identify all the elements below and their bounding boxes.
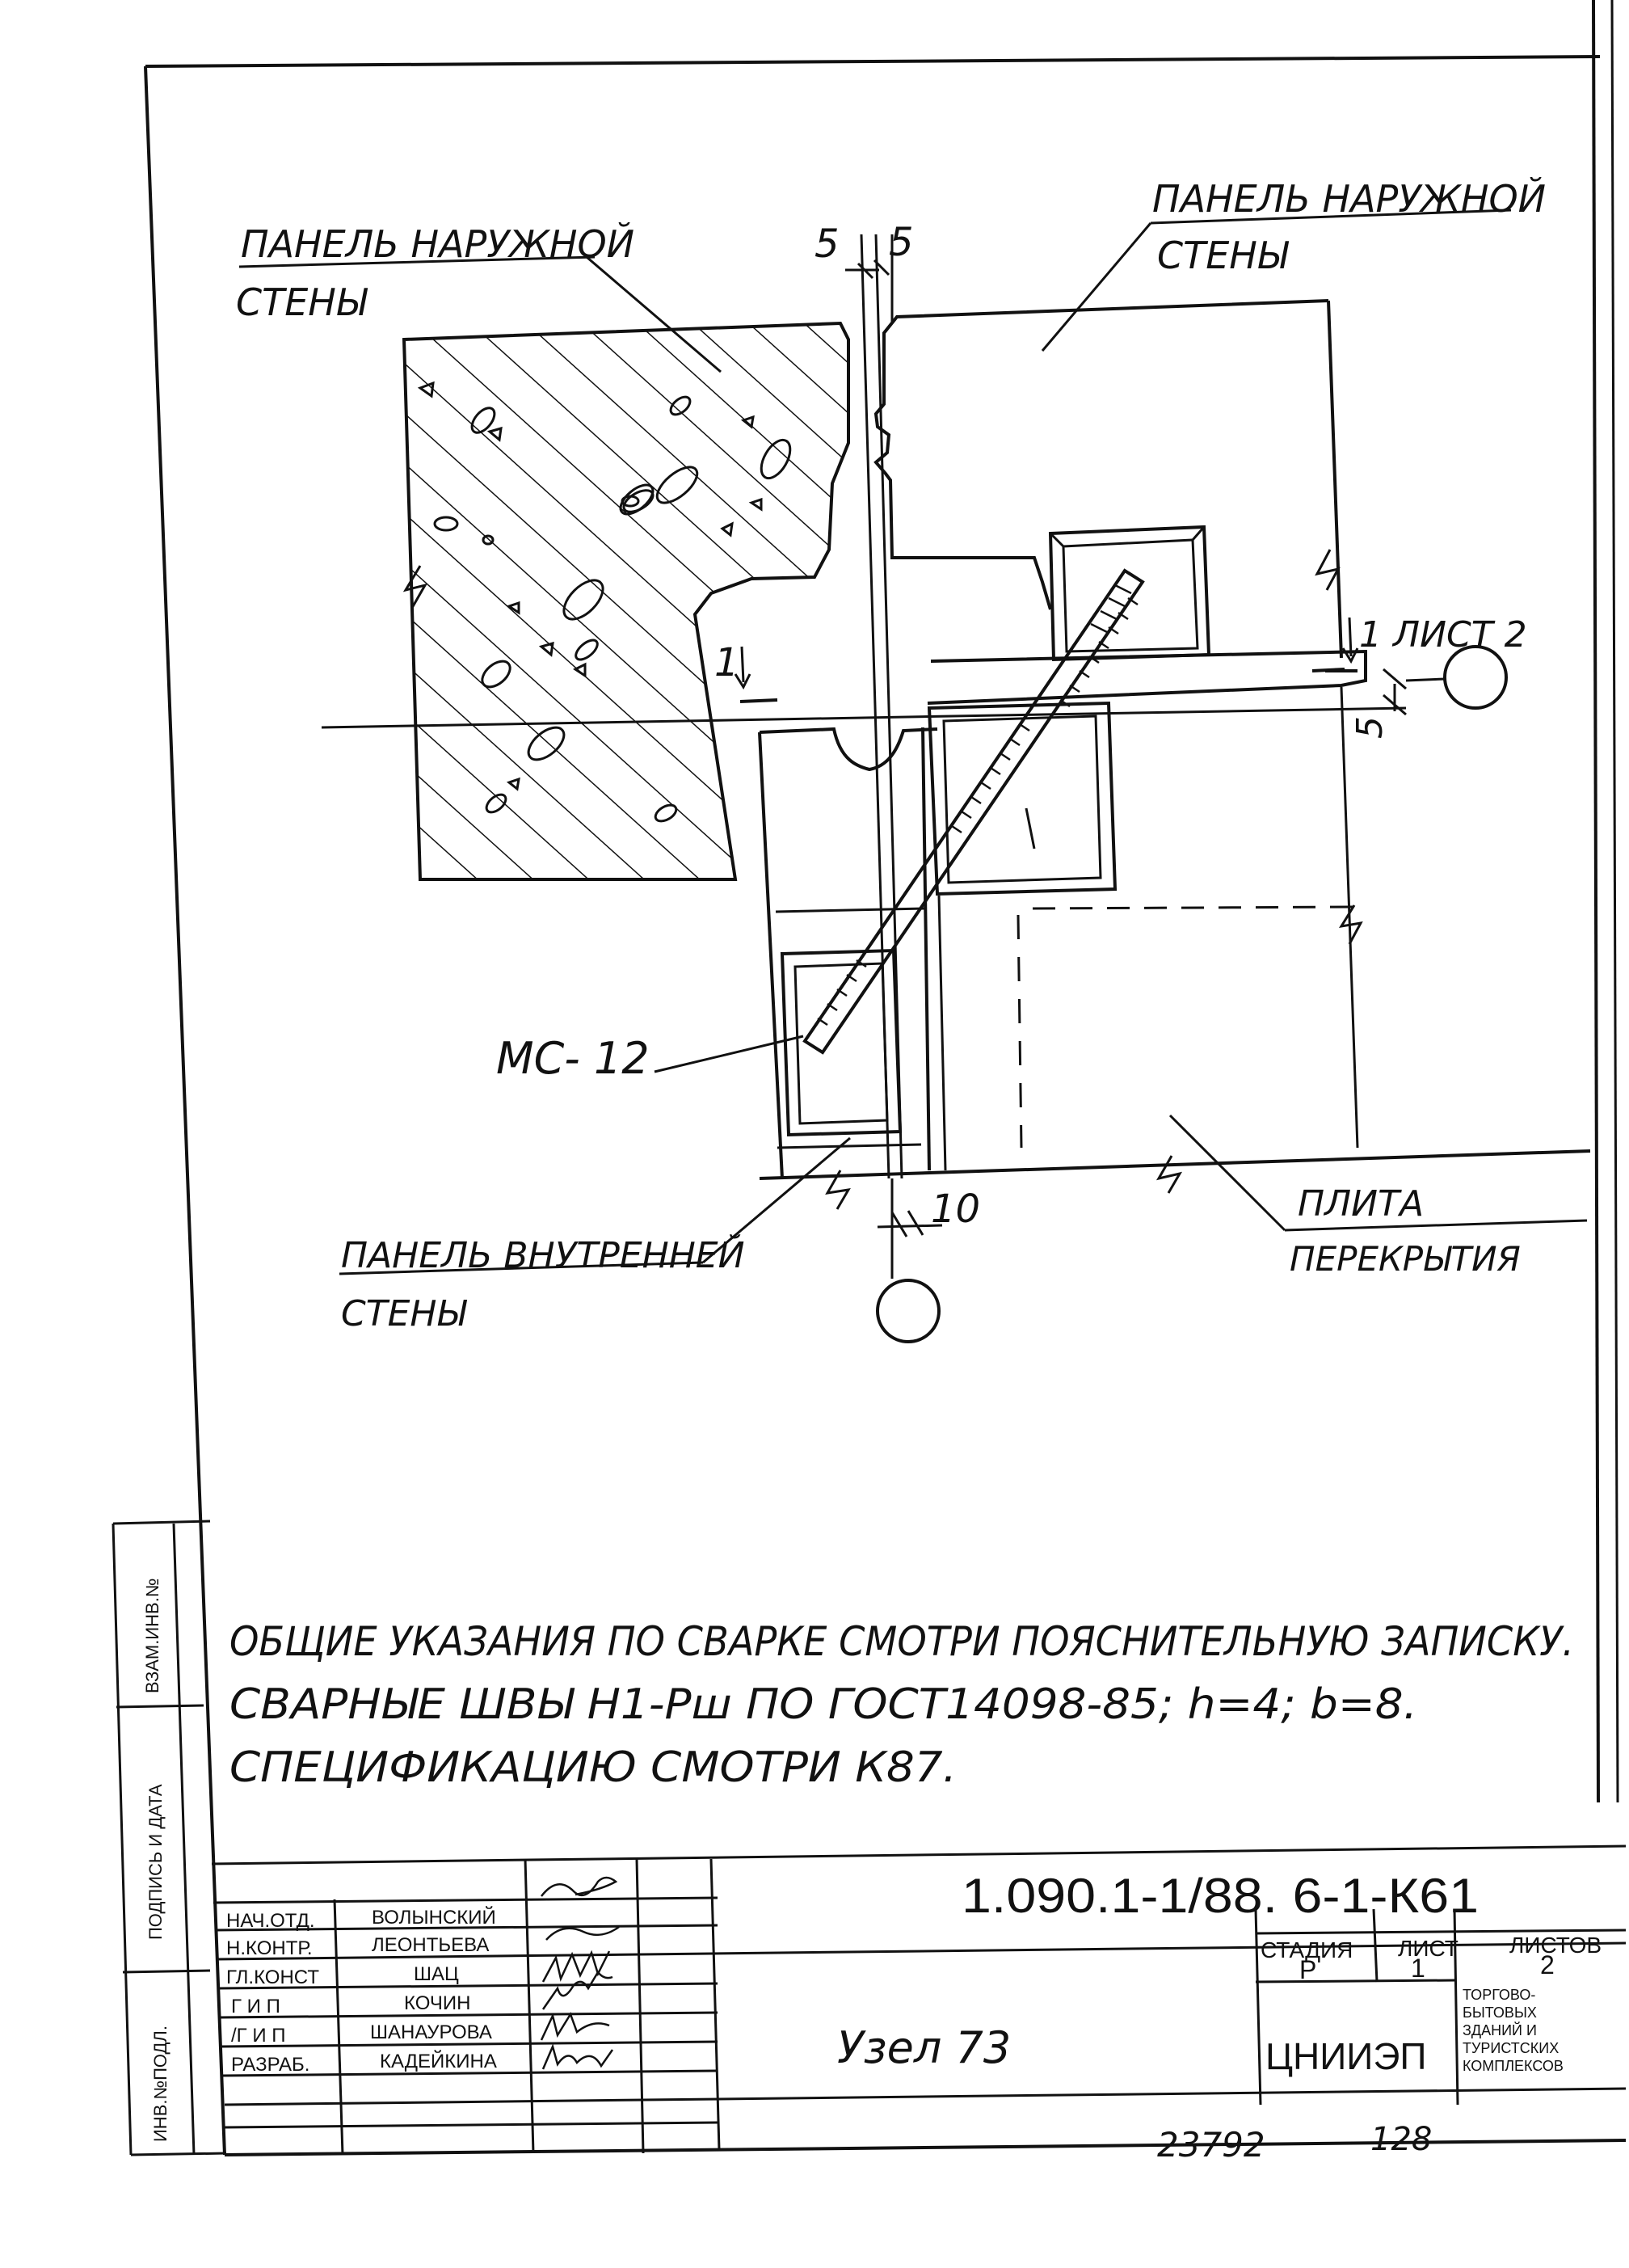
stage-value: Р — [1299, 1955, 1316, 1984]
staff-name-4: КОЧИН — [404, 1992, 470, 2014]
staff-role-1: НАЧ.ОТД. — [226, 1910, 315, 1932]
outer-wall-panel-left — [402, 321, 850, 881]
outer-panel-left-label: ПАНЕЛЬ НАРУЖНОЙ — [241, 222, 634, 266]
dimension-right-value: 5 — [889, 220, 914, 265]
dimension-left-value: 5 — [814, 221, 840, 267]
inner-panel-label-2: СТЕНЫ — [341, 1293, 467, 1334]
side-stamp-field-3: ИНВ.№ПОДЛ. — [150, 2026, 170, 2142]
staff-role-2: Н.КОНТР. — [226, 1937, 313, 1959]
staff-table: НАЧ.ОТД. ВОЛЫНСКИЙ Н.КОНТР. ЛЕОНТЬЕВА ГЛ… — [226, 1906, 497, 2076]
staff-role-6: РАЗРАБ. — [231, 2054, 309, 2076]
floor-slab — [927, 649, 1367, 1149]
signatures — [540, 1876, 620, 2070]
staff-name-2: ЛЕОНТЬЕВА — [372, 1934, 489, 1956]
section-ref-label: 1 ЛИСТ 2 — [1359, 614, 1527, 656]
junction-detail: 1 1 ЛИСТ 2 5 5 5 10 — [236, 177, 1591, 1343]
vertical-joint — [845, 234, 903, 1179]
org-desc-line-2: БЫТОВЫХ — [1463, 2005, 1537, 2021]
axis-marker-right — [1443, 645, 1508, 710]
staff-role-4: Г И П — [231, 1996, 280, 2017]
organization: ЦНИИЭП — [1265, 2035, 1427, 2077]
side-stamp-field-1: ВЗАМ.ИНВ.№ — [142, 1579, 162, 1693]
dimension-vertical-value: 5 — [1349, 716, 1391, 739]
embedded-plate-upper — [1048, 525, 1211, 662]
dimension-10-value: 10 — [931, 1187, 980, 1232]
staff-name-3: ШАЦ — [414, 1963, 459, 1985]
outer-panel-left-label-2: СТЕНЫ — [236, 280, 368, 324]
dimension-5-vertical: 5 — [1349, 668, 1407, 739]
archive-number: 23792 — [1157, 2125, 1265, 2165]
leader-lines — [238, 209, 1588, 1275]
dimension-5-5: 5 5 — [814, 220, 914, 267]
weld-marks — [817, 584, 1139, 1027]
sheets-value: 2 — [1540, 1950, 1555, 1979]
embedded-plate-middle — [927, 701, 1118, 896]
outer-wall-panel-right — [873, 299, 1343, 659]
diagonal-connector — [802, 568, 1145, 1055]
drawing-frame — [144, 0, 1627, 2156]
inner-wall-panel — [758, 727, 1591, 1210]
title-block: НАЧ.ОТД. ВОЛЫНСКИЙ Н.КОНТР. ЛЕОНТЬЕВА ГЛ… — [211, 1844, 1627, 2156]
sheets-header: ЛИСТОВ — [1509, 1933, 1602, 1958]
stage-header: СТАДИЯ — [1261, 1937, 1353, 1962]
drawing-code: 1.090.1-1/88. 6-1-К61 — [962, 1869, 1479, 1923]
drawing-title: Узел 73 — [837, 2022, 1011, 2073]
section-mark-left: 1 — [714, 640, 778, 703]
note-line-1: ОБЩИЕ УКАЗАНИЯ ПО СВАРКЕ СМОТРИ ПОЯСНИТЕ… — [229, 1618, 1574, 1665]
outer-panel-right-label-2: СТЕНЫ — [1157, 234, 1290, 277]
embedded-part-label: МС- 12 — [496, 1033, 650, 1084]
org-desc-line-5: КОМПЛЕКСОВ — [1463, 2058, 1564, 2074]
staff-name-5: ШАНАУРОВА — [370, 2021, 492, 2043]
slab-label: ПЛИТА — [1298, 1183, 1424, 1225]
horizontal-axis — [321, 706, 1407, 729]
side-stamp-field-2: ПОДПИСЬ И ДАТА — [145, 1784, 166, 1940]
note-line-3: СПЕЦИФИКАЦИЮ СМОТРИ К87. — [229, 1743, 957, 1792]
slab-label-2: ПЕРЕКРЫТИЯ — [1290, 1239, 1521, 1279]
axis-marker-bottom — [876, 1279, 941, 1343]
staff-name-6: КАДЕЙКИНА — [380, 2050, 497, 2072]
general-notes: ОБЩИЕ УКАЗАНИЯ ПО СВАРКЕ СМОТРИ ПОЯСНИТЕ… — [229, 1618, 1574, 1792]
dimension-10: 10 — [877, 1187, 980, 1237]
staff-name-1: ВОЛЫНСКИЙ — [372, 1906, 496, 1929]
organization-description: ТОРГОВО- БЫТОВЫХ ЗДАНИЙ И ТУРИСТСКИХ КОМ… — [1463, 1987, 1564, 2074]
section-mark-right: 1 ЛИСТ 2 — [1311, 614, 1527, 672]
inner-panel-label: ПАНЕЛЬ ВНУТРЕННЕЙ — [341, 1233, 745, 1276]
org-desc-line-1: ТОРГОВО- — [1463, 1987, 1535, 2003]
org-desc-line-4: ТУРИСТСКИХ — [1463, 2040, 1559, 2056]
staff-role-5: /Г И П — [231, 2025, 286, 2047]
staff-role-3: ГЛ.КОНСТ — [226, 1967, 319, 1988]
side-stamp: ВЗАМ.ИНВ.№ ПОДПИСЬ И ДАТА ИНВ.№ПОДЛ. — [112, 1520, 227, 2156]
concrete-aggregate — [417, 381, 792, 823]
archive-page: 128 — [1370, 2121, 1432, 2158]
outer-panel-right-label: ПАНЕЛЬ НАРУЖНОЙ — [1152, 177, 1546, 221]
sheet-header: ЛИСТ — [1398, 1936, 1459, 1961]
sheet-value: 1 — [1411, 1954, 1425, 1983]
section-mark-label: 1 — [714, 640, 739, 685]
org-desc-line-3: ЗДАНИЙ И — [1463, 2021, 1537, 2038]
note-line-2: СВАРНЫЕ ШВЫ Н1-Рш ПО ГОСТ14098-85; h=4; … — [229, 1680, 1417, 1729]
